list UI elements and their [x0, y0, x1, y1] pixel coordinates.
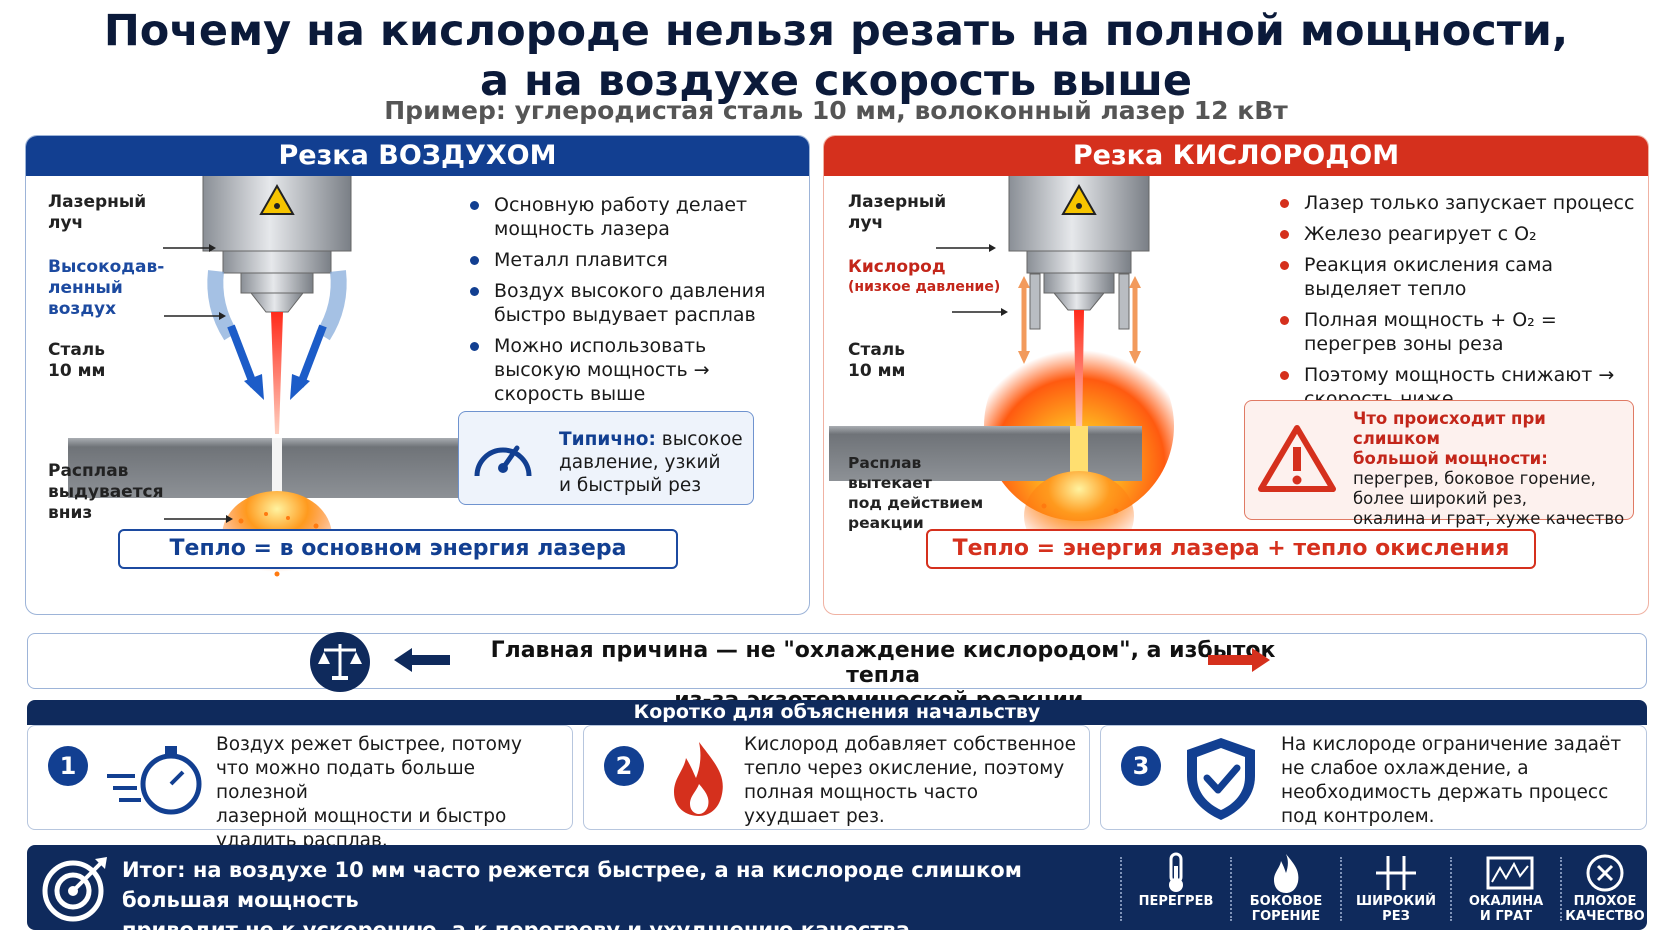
- page-title: Почему на кислороде нельзя резать на пол…: [0, 6, 1672, 106]
- oxygen-heat-formula: Тепло = энергия лазера + тепло окисления: [926, 529, 1536, 569]
- scales-icon: [310, 632, 370, 692]
- title-line-2: а на воздухе скорость выше: [479, 56, 1193, 106]
- card-number: 3: [1121, 746, 1161, 786]
- summary-text: Итог: на воздухе 10 мм часто режется быс…: [122, 858, 1022, 942]
- oxy-label-oxygen: Кислород (низкое давление): [848, 257, 1001, 295]
- card-number: 1: [48, 746, 88, 786]
- oxygen-bullet-list: Лазер только запускает процесс Железо ре…: [1276, 191, 1646, 418]
- air-flow-arrow-right: [296, 324, 327, 388]
- short-explanation-header: Коротко для объяснения начальству: [27, 700, 1647, 725]
- list-item: Металл плавится: [466, 248, 796, 272]
- stopwatch-icon: [107, 746, 202, 815]
- list-item: Лазер только запускает процесс: [1276, 191, 1646, 215]
- dross-icon: [1486, 856, 1534, 890]
- laser-warning-icon: [259, 183, 295, 215]
- main-reason-bar: Главная причина — не "охлаждение кислоро…: [27, 632, 1647, 713]
- arrow-right-icon: [1208, 648, 1270, 672]
- air-heat-formula: Тепло = в основном энергия лазера: [118, 529, 678, 569]
- air-cutting-illustration: [68, 176, 466, 581]
- warning-icon: [1258, 425, 1336, 492]
- typical-info-box: Типично: высокое давление, узкий и быстр…: [458, 411, 754, 505]
- oxygen-cutting-panel: Резка КИСЛОРОДОМ: [823, 135, 1649, 615]
- list-item: Железо реагирует с O₂: [1276, 222, 1646, 246]
- summary-bar: Итог: на воздухе 10 мм часто режется быс…: [27, 845, 1647, 942]
- card-number: 2: [604, 746, 644, 786]
- laser-warning-icon: [1061, 183, 1097, 215]
- shield-check-icon: [1187, 738, 1255, 820]
- target-icon: [42, 857, 107, 922]
- steel-plate: [829, 426, 1142, 481]
- title-line-1: Почему на кислороде нельзя резать на пол…: [103, 6, 1569, 56]
- thermometer-icon: [1169, 852, 1183, 892]
- air-flow-arrow-left: [227, 324, 258, 388]
- page-subtitle: Пример: углеродистая сталь 10 мм, волоко…: [384, 96, 1288, 125]
- typical-strong: Типично:: [559, 429, 656, 450]
- summary-item-overheat: ПЕРЕГРЕВ: [1123, 845, 1229, 930]
- list-item: Полная мощность + O₂ =перегрев зоны реза: [1276, 308, 1646, 356]
- flame-icon: [1274, 854, 1299, 893]
- arrow-left-icon: [394, 648, 450, 672]
- x-circle-icon: [1586, 854, 1624, 892]
- nozzle: [1052, 292, 1106, 311]
- oxygen-cutting-illustration: [829, 176, 1174, 561]
- air-cutting-panel: Резка ВОЗДУХОМ: [25, 135, 810, 615]
- steel-plate: [68, 438, 466, 498]
- laser-beam: [1074, 310, 1084, 436]
- nozzle: [249, 292, 305, 313]
- oxygen-panel-header: Резка КИСЛОРОДОМ: [824, 136, 1648, 176]
- gauge-icon: [474, 445, 532, 477]
- flame-icon: [674, 742, 723, 816]
- air-panel-header: Резка ВОЗДУХОМ: [26, 136, 809, 176]
- width-arrows-icon: [1376, 856, 1416, 890]
- warning-body: перегрев, боковое горение,более широкий …: [1353, 469, 1625, 528]
- laser-beam: [271, 312, 283, 434]
